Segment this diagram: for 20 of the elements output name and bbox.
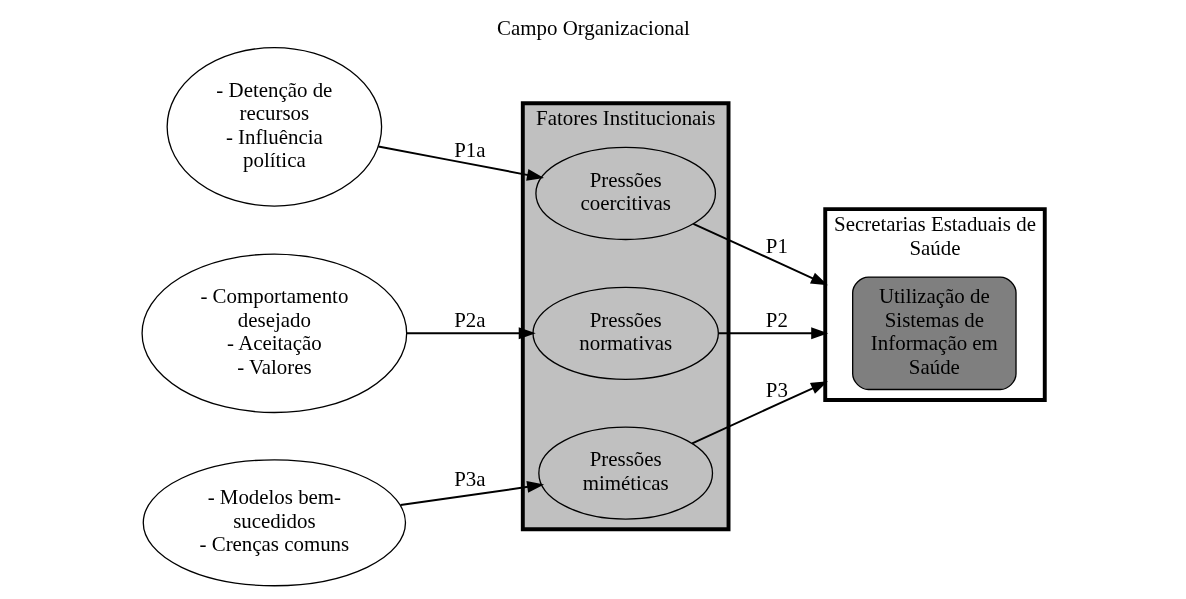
node-ellipse: Pressões miméticas [537,426,713,520]
node-ellipse: Pressões coercitivas [534,146,716,241]
edge-label: P3 [765,378,788,403]
edge-label: P3a [453,466,486,491]
node-ellipse: Pressões normativas [531,286,719,380]
arrow [405,327,536,340]
node-ellipse: - Comportamento desejado - Aceitação - Valores [140,253,407,414]
edge-label: P1 [765,234,788,259]
node-ellipse: - Modelos bem-sucedidos - Crenças comuns [142,459,406,587]
arrow [376,145,544,181]
node-ellipse: - Detenção de recursos - Influência política [166,46,382,207]
node-box: Utilização de Sistemas de Informação em Saúde [851,276,1017,391]
arrow [399,481,544,506]
edge-label: P2 [765,307,788,332]
diagram-title: Campo Organizacional [496,16,690,41]
edge-label: P2a [453,307,486,332]
edge-label: P1a [453,137,486,162]
arrow [691,222,828,286]
arrow [690,381,828,445]
arrow [716,327,828,340]
